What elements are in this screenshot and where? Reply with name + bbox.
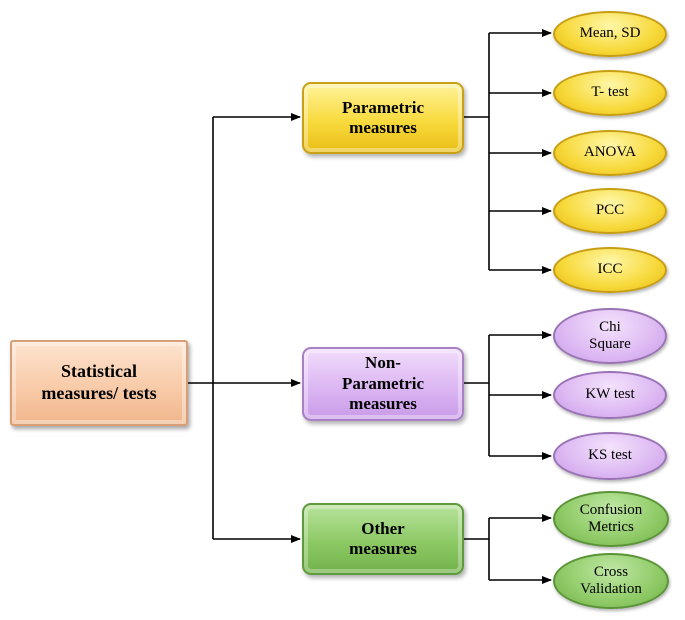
test-node: Cross Validation bbox=[553, 553, 669, 609]
test-node: KS test bbox=[553, 432, 667, 480]
test-node: PCC bbox=[553, 188, 667, 234]
test-node: Confusion Metrics bbox=[553, 491, 669, 547]
category-parametric: Parametric measures bbox=[302, 82, 464, 154]
test-node: Mean, SD bbox=[553, 11, 667, 57]
category-non-parametric: Non- Parametric measures bbox=[302, 347, 464, 421]
category-other: Other measures bbox=[302, 503, 464, 575]
root-label: Statistical measures/ tests bbox=[41, 361, 157, 403]
category-label: Other measures bbox=[349, 518, 417, 558]
category-label: Parametric measures bbox=[341, 97, 425, 137]
test-node: ANOVA bbox=[553, 130, 667, 176]
test-node: ICC bbox=[553, 247, 667, 293]
test-node: KW test bbox=[553, 371, 667, 419]
root-node: Statistical measures/ tests bbox=[10, 340, 188, 426]
test-node: Chi Square bbox=[553, 308, 667, 364]
category-label: Non- Parametric measures bbox=[341, 353, 425, 414]
test-node: T- test bbox=[553, 70, 667, 116]
